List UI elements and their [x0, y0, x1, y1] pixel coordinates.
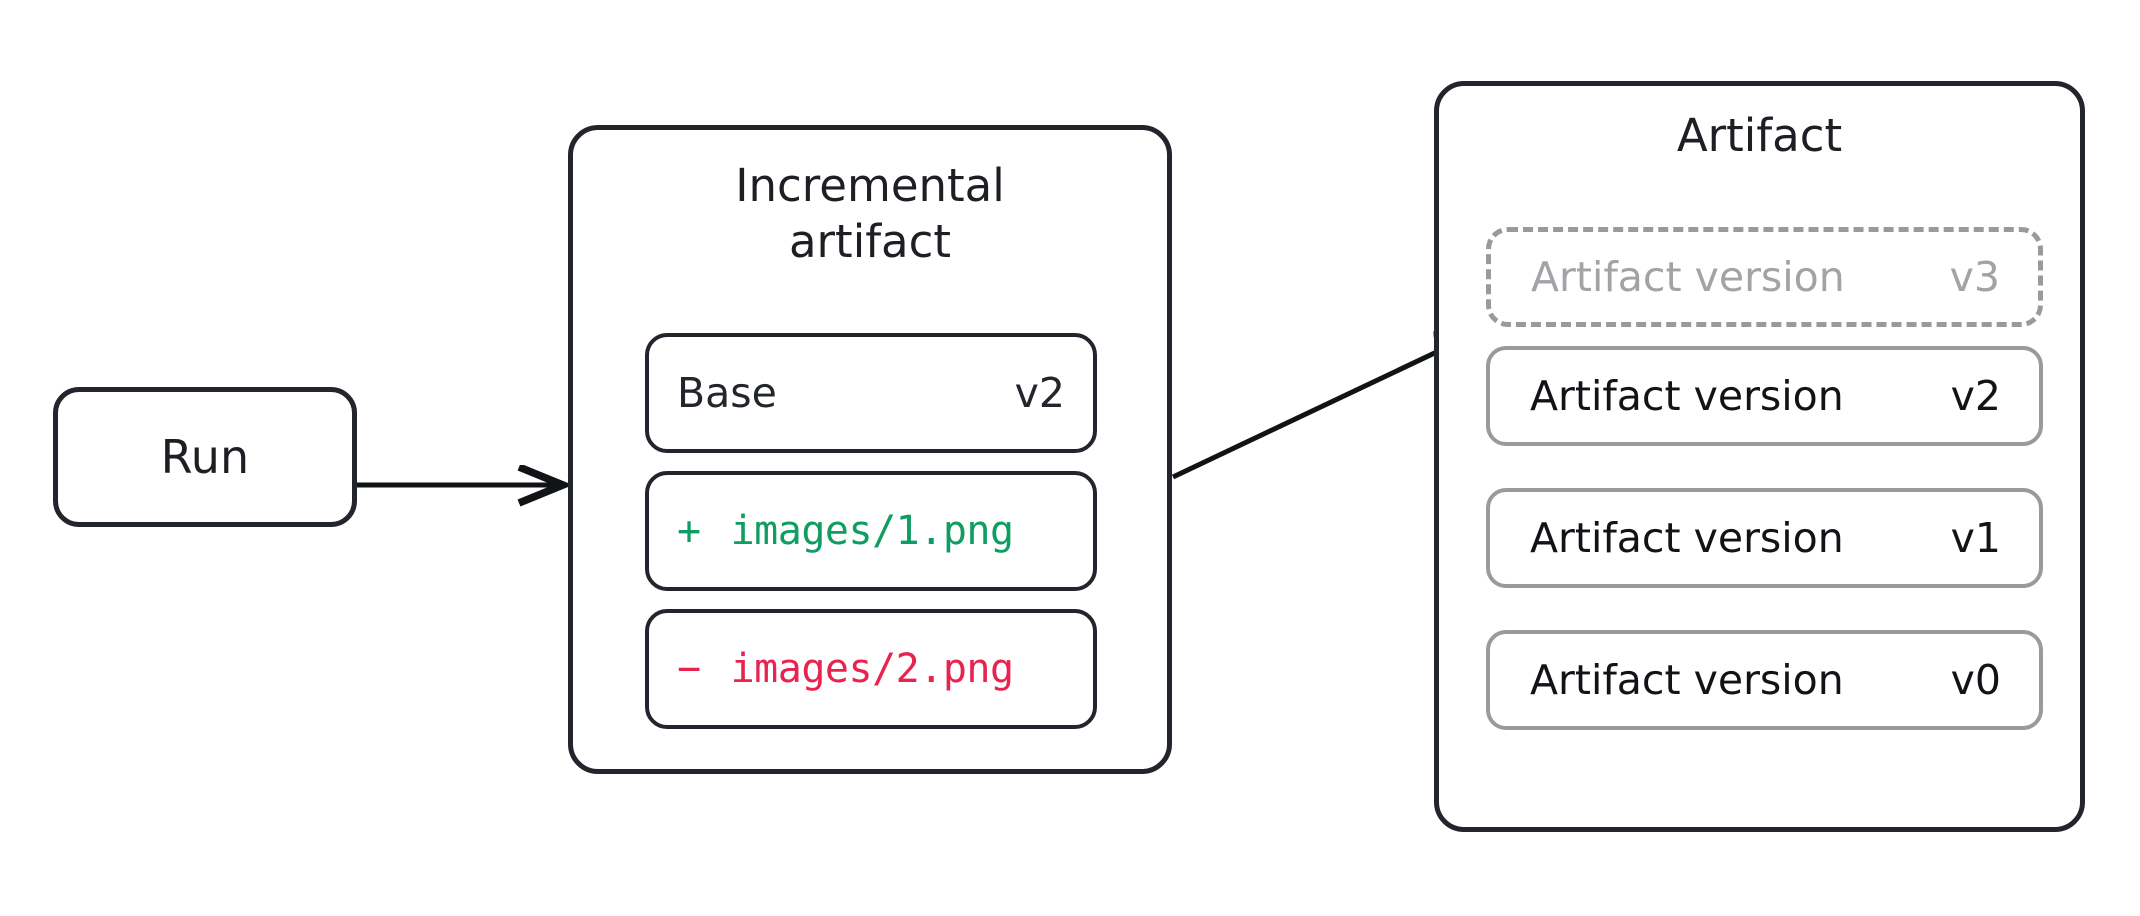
artifact-version-row-v1[interactable]: Artifact version v1 [1486, 488, 2043, 588]
artifact-version-label-v3: Artifact version [1531, 253, 1845, 301]
incremental-artifact-title-line2: artifact [788, 215, 952, 268]
artifact-version-number-v2: v2 [1950, 372, 2001, 420]
base-artifact-row[interactable]: Base v2 [645, 333, 1097, 453]
artifact-version-number-v0: v0 [1950, 656, 2001, 704]
base-artifact-version: v2 [1014, 369, 1065, 417]
incremental-artifact-title: Incremental artifact [573, 158, 1167, 270]
change-row-deleted[interactable]: − images/2.png [645, 609, 1097, 729]
run-node[interactable]: Run [53, 387, 357, 527]
artifact-version-number-v3: v3 [1949, 253, 2000, 301]
artifact-title: Artifact [1676, 109, 1843, 162]
artifact-version-label-v0: Artifact version [1530, 656, 1844, 704]
change-row-added[interactable]: + images/1.png [645, 471, 1097, 591]
incremental-artifact-node[interactable]: Incremental artifact Base v2 + images/1.… [568, 125, 1172, 774]
change-path-deleted: images/2.png [730, 646, 1014, 692]
artifact-version-row-v3[interactable]: Artifact version v3 [1486, 227, 2043, 327]
change-path-added: images/1.png [730, 508, 1014, 554]
artifact-version-number-v1: v1 [1950, 514, 2001, 562]
run-label: Run [160, 430, 250, 484]
artifact-version-label-v1: Artifact version [1530, 514, 1844, 562]
artifact-version-label-v2: Artifact version [1530, 372, 1844, 420]
base-artifact-label: Base [677, 369, 777, 417]
artifact-version-row-v2[interactable]: Artifact version v2 [1486, 346, 2043, 446]
minus-icon: − [677, 646, 701, 692]
artifact-version-row-v0[interactable]: Artifact version v0 [1486, 630, 2043, 730]
plus-icon: + [677, 508, 701, 554]
artifact-node[interactable]: Artifact Artifact version v3 Artifact ve… [1434, 81, 2085, 832]
incremental-artifact-title-line1: Incremental [735, 159, 1005, 212]
